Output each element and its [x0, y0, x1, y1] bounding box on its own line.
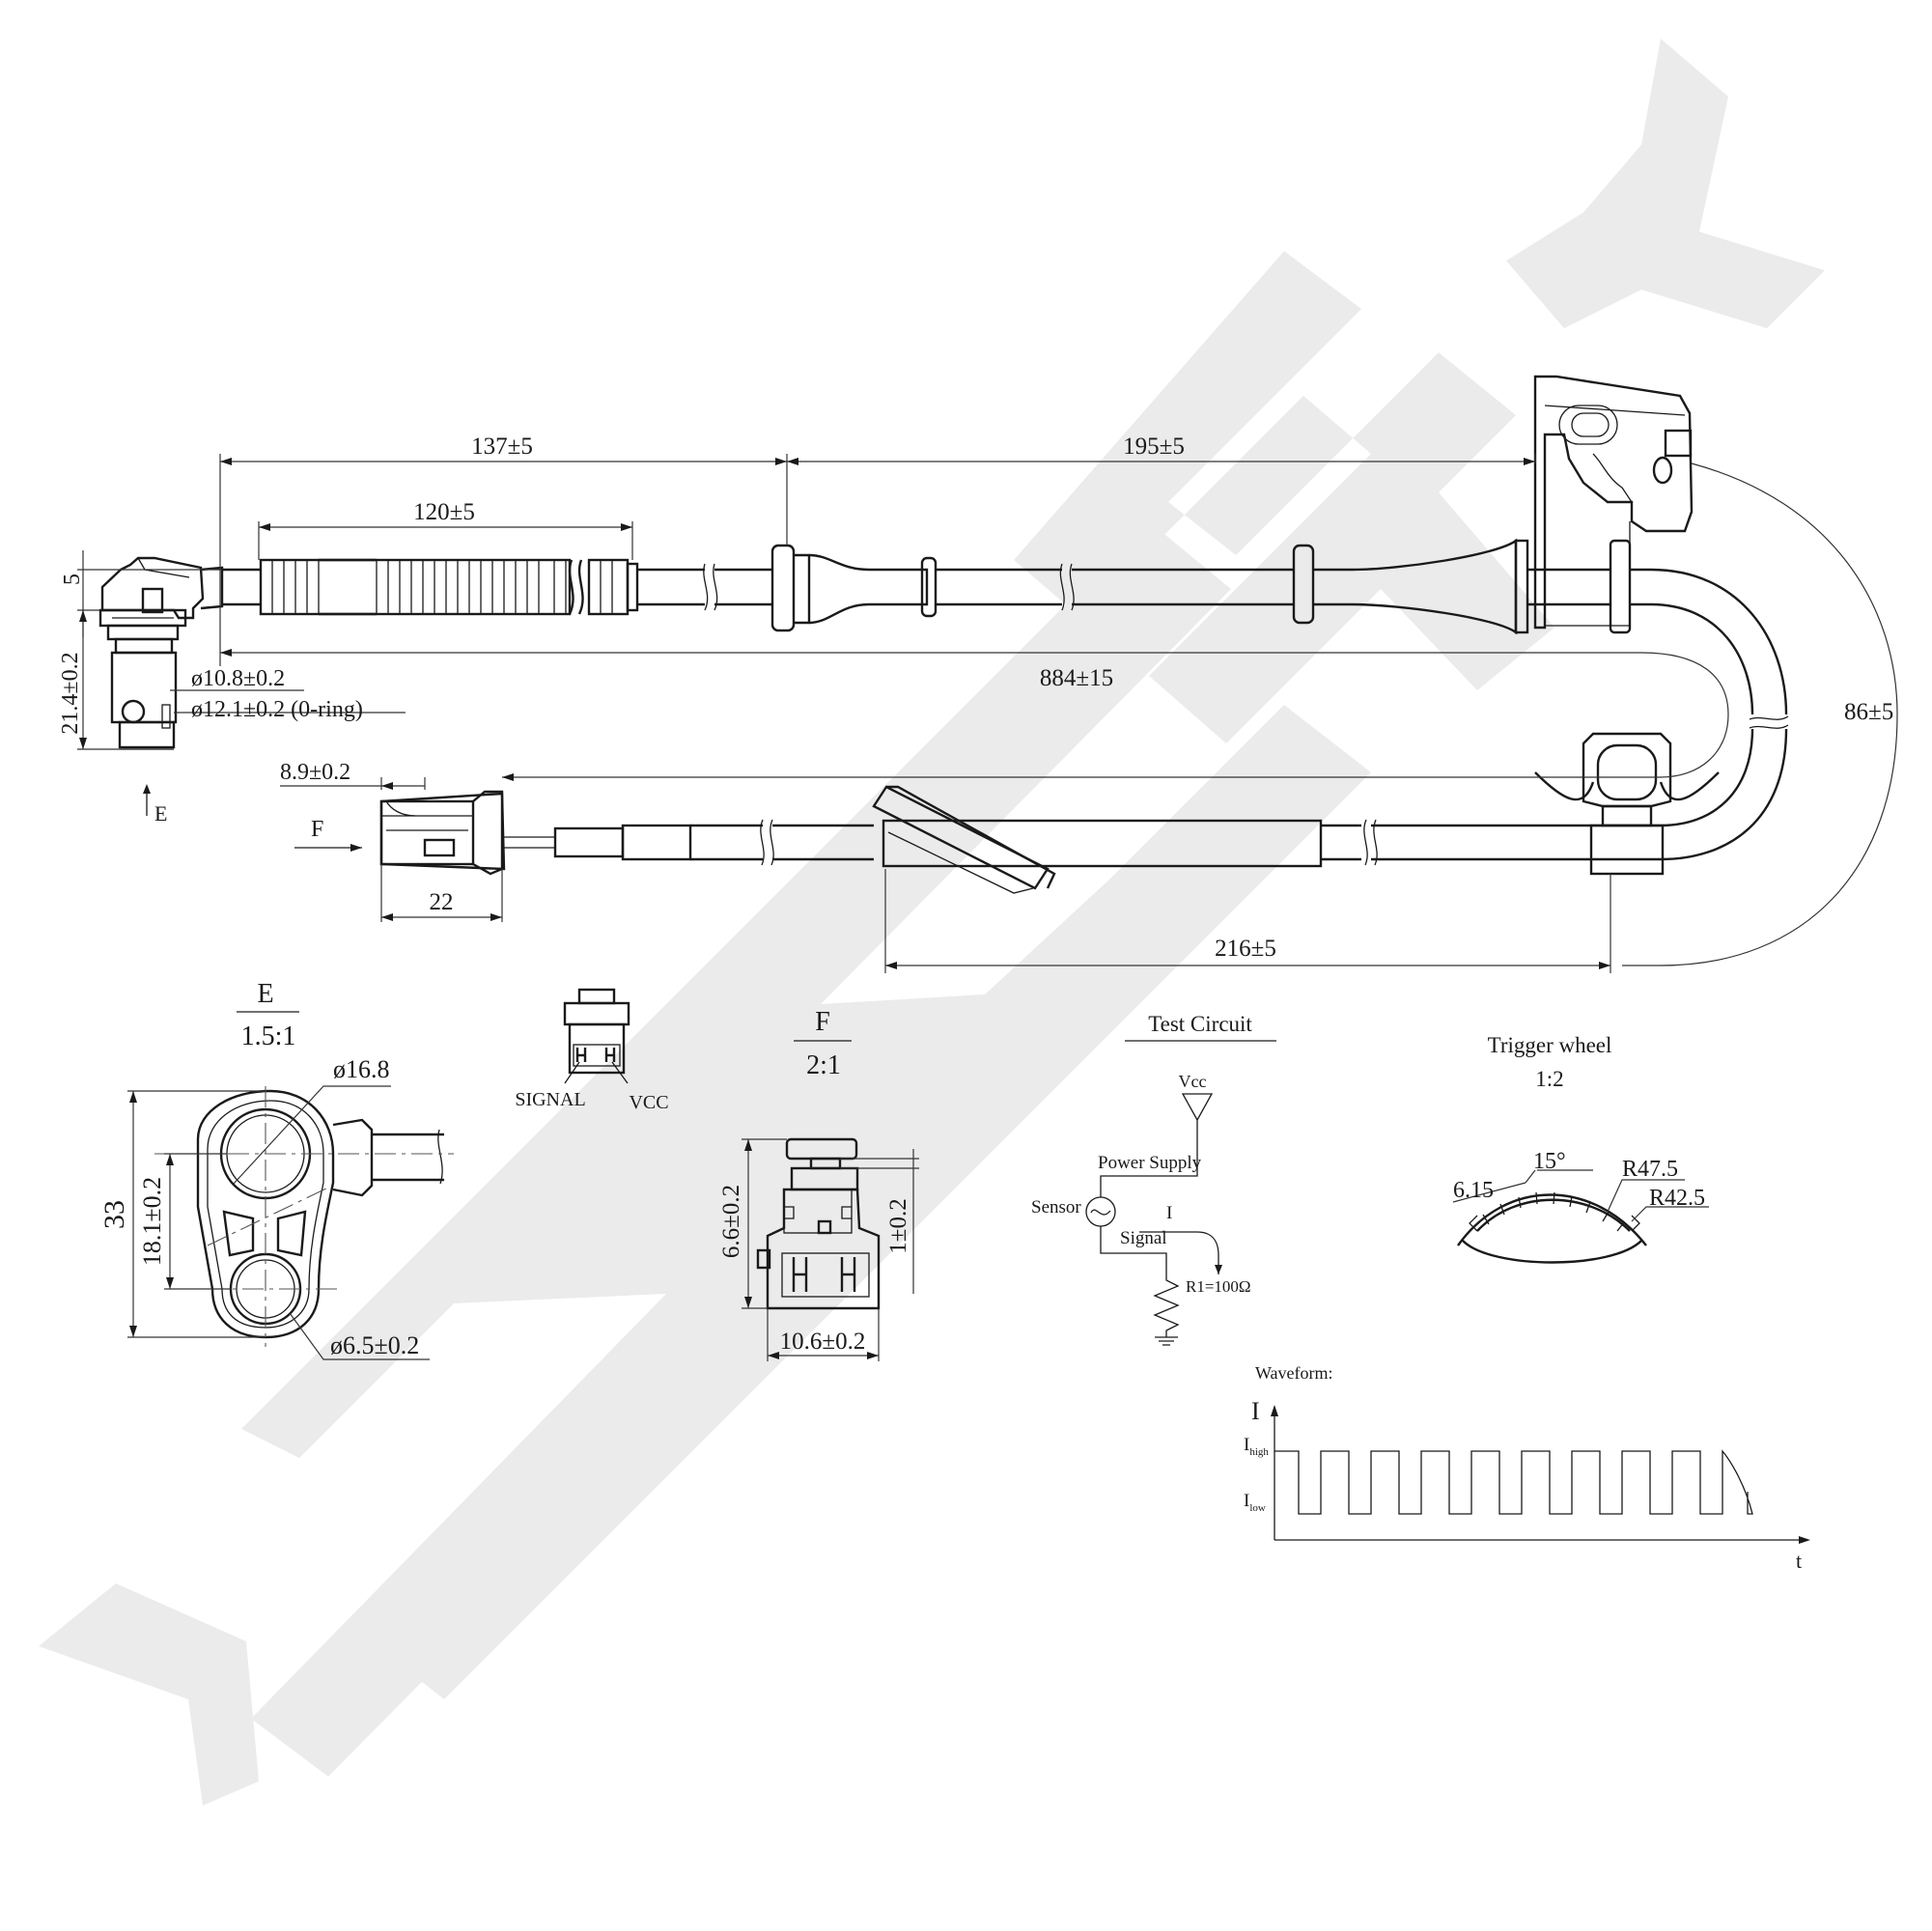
connector-pinout: SIGNAL VCC — [515, 988, 669, 1113]
dim-8-9: 8.9±0.2 — [280, 760, 350, 785]
trigger-dim-15-deg: 15° — [1533, 1149, 1566, 1174]
mounting-bracket — [1533, 375, 1694, 630]
corrugated-sleeve — [222, 558, 639, 616]
cable-lower-run — [502, 785, 1612, 894]
detail-f-dim-1: 1±0.2 — [885, 1198, 911, 1253]
resistor-label: R1=100Ω — [1186, 1277, 1251, 1296]
dim-137: 137±5 — [471, 434, 533, 460]
connector-side-view — [379, 790, 506, 876]
waveform-y-axis: I — [1251, 1397, 1260, 1425]
detail-f-letter: F — [815, 1007, 830, 1037]
detail-f-dim-10-6: 10.6±0.2 — [780, 1329, 866, 1355]
trigger-dim-6-15: 6.15 — [1453, 1178, 1494, 1203]
trigger-dim-r47-5: R47.5 — [1622, 1157, 1678, 1182]
detail-e-scale: 1.5:1 — [241, 1021, 296, 1051]
dim-884: 884±15 — [1040, 665, 1113, 691]
waveform-i-high: Ihigh — [1244, 1435, 1269, 1458]
sensor-label: Sensor — [1031, 1197, 1081, 1217]
dim-22: 22 — [430, 889, 454, 915]
detail-e-dim-dia-6-5: ø6.5±0.2 — [330, 1331, 419, 1359]
trigger-dim-r42-5: R42.5 — [1649, 1186, 1705, 1211]
detail-e-dim-18-1: 18.1±0.2 — [138, 1177, 166, 1266]
signal-label: Signal — [1120, 1228, 1167, 1248]
test-circuit: Test Circuit Vcc Power Supply Sensor I S… — [1031, 1012, 1276, 1346]
cable-upper-run — [637, 538, 1789, 861]
dim-dia-10-8: ø10.8±0.2 — [191, 666, 285, 691]
sleeve-ribs — [271, 558, 567, 616]
detail-f-scale: 2:1 — [806, 1050, 841, 1080]
dim-216: 216±5 — [1215, 936, 1276, 962]
trigger-wheel: Trigger wheel 1:2 6.15 15° R47.5 R42.5 — [1452, 1033, 1709, 1264]
dim-dia-12-1: ø12.1±0.2 (0-ring) — [191, 697, 363, 722]
view-marker-e: E — [154, 801, 167, 826]
trigger-wheel-scale: 1:2 — [1535, 1067, 1563, 1091]
detail-e-letter: E — [257, 979, 273, 1009]
main-dimensions: 137±5 195±5 120±5 884±15 86±5 216±5 5 21… — [58, 434, 1898, 973]
current-label: I — [1166, 1203, 1172, 1223]
view-marker-f: F — [311, 817, 323, 842]
dim-86: 86±5 — [1844, 699, 1893, 725]
dim-5: 5 — [60, 574, 85, 585]
dim-21-4: 21.4±0.2 — [58, 652, 83, 734]
waveform-trace — [1274, 1449, 1753, 1515]
test-circuit-title: Test Circuit — [1148, 1012, 1252, 1036]
detail-e-dim-dia-16-8: ø16.8 — [333, 1055, 390, 1083]
waveform-graph: Waveform: I t Ihigh Ilow — [1244, 1363, 1810, 1573]
pin-signal-label: SIGNAL — [515, 1089, 585, 1110]
detail-f: F 2:1 6.6±0.2 1±0.2 10.6±0.2 — [718, 1007, 919, 1361]
cable-clip — [1534, 732, 1720, 876]
detail-f-dim-6-6: 6.6±0.2 — [718, 1185, 744, 1258]
vcc-label: Vcc — [1179, 1072, 1207, 1091]
power-supply-label: Power Supply — [1098, 1153, 1202, 1173]
dim-195: 195±5 — [1123, 434, 1185, 460]
pin-vcc-label: VCC — [629, 1092, 668, 1113]
waveform-x-axis: t — [1796, 1549, 1802, 1573]
detail-e: E 1.5:1 33 18.1±0.2 ø16.8 ø6.5±0.2 — [98, 979, 454, 1360]
trigger-wheel-title: Trigger wheel — [1488, 1033, 1612, 1057]
waveform-i-low: Ilow — [1244, 1491, 1266, 1514]
sensor-head-side-view — [98, 556, 224, 750]
detail-e-dim-33: 33 — [98, 1200, 130, 1229]
waveform-title: Waveform: — [1255, 1363, 1333, 1383]
dim-120: 120±5 — [413, 499, 475, 525]
